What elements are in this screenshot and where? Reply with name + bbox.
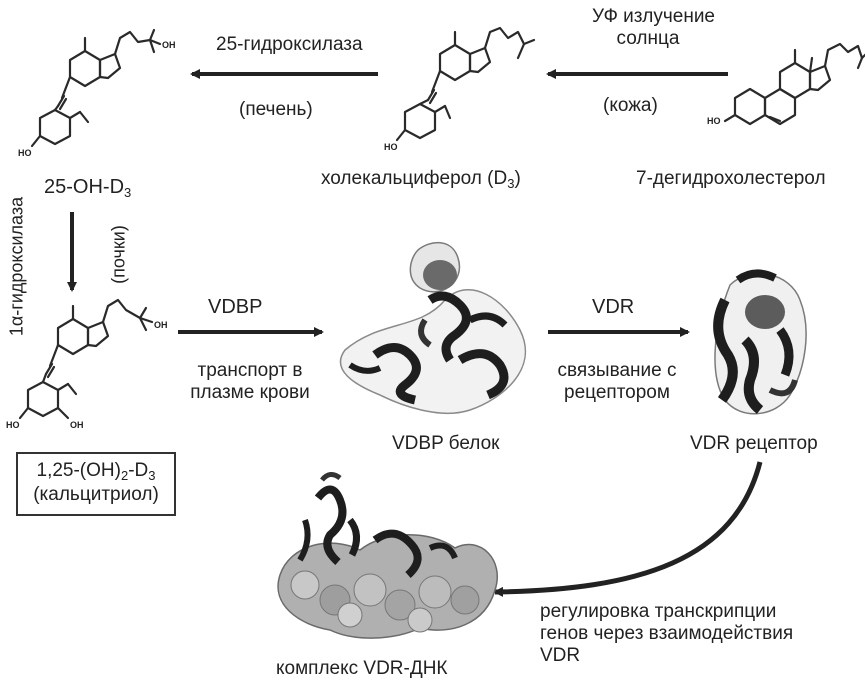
arrow-gene-regulation	[493, 461, 763, 597]
calcitriol-oh: OH	[70, 420, 84, 430]
calcitriol-ho: HO	[6, 420, 20, 430]
hydroxylase-25-label: 25-гидроксилаза	[216, 34, 363, 55]
regulation-line-1: регулировка транскрипции	[540, 601, 777, 622]
dehydrocholesterol-structure	[723, 42, 865, 126]
dehydrocholesterol-ho: HO	[707, 116, 721, 126]
skin-label: (кожа)	[603, 95, 658, 116]
oh-d3-oh: OH	[162, 40, 176, 50]
uv-line-1: УФ излучение	[592, 6, 715, 27]
oh-d3-subscript: 3	[124, 185, 132, 200]
calcitriol-formula-sub2: 3	[148, 468, 156, 483]
binding-label: связывание с рецептором	[542, 360, 692, 404]
binding-line-1: связывание с	[557, 360, 677, 381]
complex-label: комплекс VDR-ДНК	[276, 658, 448, 679]
cholecalciferol-ho: HO	[384, 142, 398, 152]
vdbp-protein-label: VDBP белок	[392, 433, 500, 454]
regulation-line-3: VDR	[540, 645, 581, 666]
vdr-receptor-structure	[713, 269, 807, 415]
cholecalciferol-close: )	[514, 168, 521, 189]
calcitriol-box: 1,25-(OH)2-D3 (кальцитриол)	[16, 452, 176, 516]
oh-d3-text: 25-OH-D	[44, 176, 125, 198]
cholecalciferol-text: холекальциферол (D	[321, 168, 508, 189]
vdr-dna-complex-structure	[277, 472, 498, 639]
calcitriol-formula-b: -D	[128, 460, 149, 481]
calcitriol-oh-top: OH	[154, 320, 168, 330]
transport-label: транспорт в плазме крови	[170, 360, 330, 404]
regulation-label: регулировка транскрипции генов через вза…	[540, 601, 793, 667]
cholecalciferol-subscript: 3	[507, 176, 515, 191]
cholecalciferol-label: холекальциферол (D3)	[321, 168, 521, 190]
uv-line-2: солнца	[616, 28, 680, 49]
vdbp-arrow-label: VDBP	[208, 296, 263, 318]
oh-d3-ho: HO	[18, 148, 32, 158]
cholecalciferol-structure	[395, 26, 536, 142]
dehydrocholesterol-label: 7-дегидрохолестерол	[636, 168, 826, 189]
vdbp-protein-structure	[339, 242, 527, 414]
calcitriol-formula-a: 1,25-(OH)	[36, 460, 121, 481]
oh-d3-label: 25-OH-D3	[44, 176, 132, 200]
vdr-arrow-label: VDR	[592, 296, 635, 318]
hydroxylase-1a-label: 1α-гидроксилаза	[6, 196, 27, 337]
calcitriol-formula: 1,25-(OH)2-D3	[18, 460, 174, 482]
oh-d3-structure	[30, 28, 162, 148]
calcitriol-formula-sub1: 2	[120, 468, 129, 483]
binding-line-2: рецептором	[564, 382, 670, 403]
kidney-label: (почки)	[108, 225, 129, 284]
transport-line-1: транспорт в	[197, 360, 303, 381]
calcitriol-name: (кальцитриол)	[33, 484, 159, 505]
transport-line-2: плазме крови	[190, 382, 310, 403]
regulation-line-2: генов через взаимодействия	[540, 623, 794, 644]
liver-label: (печень)	[239, 99, 313, 120]
vdr-receptor-label: VDR рецептор	[690, 433, 818, 454]
uv-radiation-label: УФ излучение солнца	[592, 6, 715, 50]
calcitriol-structure	[18, 298, 154, 420]
